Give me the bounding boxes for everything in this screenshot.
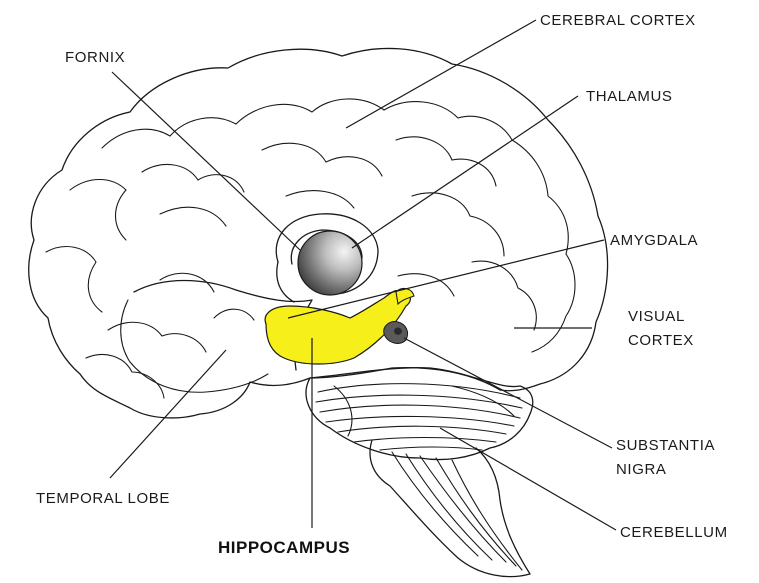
gyrus-fold bbox=[160, 207, 226, 226]
leader-line-substantia-nigra bbox=[404, 338, 612, 448]
leader-line-cerebellum bbox=[440, 428, 616, 530]
gyrus-fold bbox=[102, 118, 236, 148]
thalamus-body bbox=[298, 231, 362, 295]
label-cerebellum: CEREBELLUM bbox=[620, 524, 728, 541]
leader-line-temporal-lobe bbox=[110, 350, 226, 478]
gyrus-fold bbox=[236, 99, 384, 124]
label-substantia-nigra-line2: NIGRA bbox=[616, 461, 667, 478]
gyrus-fold bbox=[70, 180, 126, 241]
label-fornix: FORNIX bbox=[65, 49, 125, 66]
cerebellum-folia bbox=[316, 384, 522, 450]
gyrus-fold bbox=[142, 164, 244, 192]
label-visual-cortex-line2: CORTEX bbox=[628, 332, 694, 349]
gyrus-fold bbox=[532, 254, 575, 352]
leader-line-fornix bbox=[112, 72, 300, 250]
leader-line-thalamus bbox=[352, 96, 578, 248]
gyrus-fold bbox=[384, 102, 512, 140]
leader-line-cerebral-cortex bbox=[346, 20, 536, 128]
label-hippocampus: HIPPOCAMPUS bbox=[218, 538, 350, 557]
label-temporal-lobe: TEMPORAL LOBE bbox=[36, 490, 170, 507]
label-substantia-nigra-line1: SUBSTANTIA bbox=[616, 437, 715, 454]
gyrus-fold bbox=[214, 309, 254, 320]
gyrus-fold bbox=[472, 261, 536, 330]
gyrus-fold bbox=[286, 191, 354, 208]
gyrus-fold bbox=[412, 193, 504, 256]
label-amygdala: AMYGDALA bbox=[610, 232, 698, 249]
label-thalamus: THALAMUS bbox=[586, 88, 672, 105]
gyrus-fold bbox=[46, 247, 102, 312]
label-visual-cortex-line1: VISUAL bbox=[628, 308, 685, 325]
brainstem-outline bbox=[370, 440, 530, 577]
temporal-lobe-inner bbox=[121, 300, 268, 392]
fornix-tail bbox=[277, 262, 294, 302]
gyrus-fold bbox=[512, 140, 568, 254]
label-cerebral-cortex: CEREBRAL CORTEX bbox=[540, 12, 696, 29]
gyrus-fold bbox=[262, 143, 382, 176]
